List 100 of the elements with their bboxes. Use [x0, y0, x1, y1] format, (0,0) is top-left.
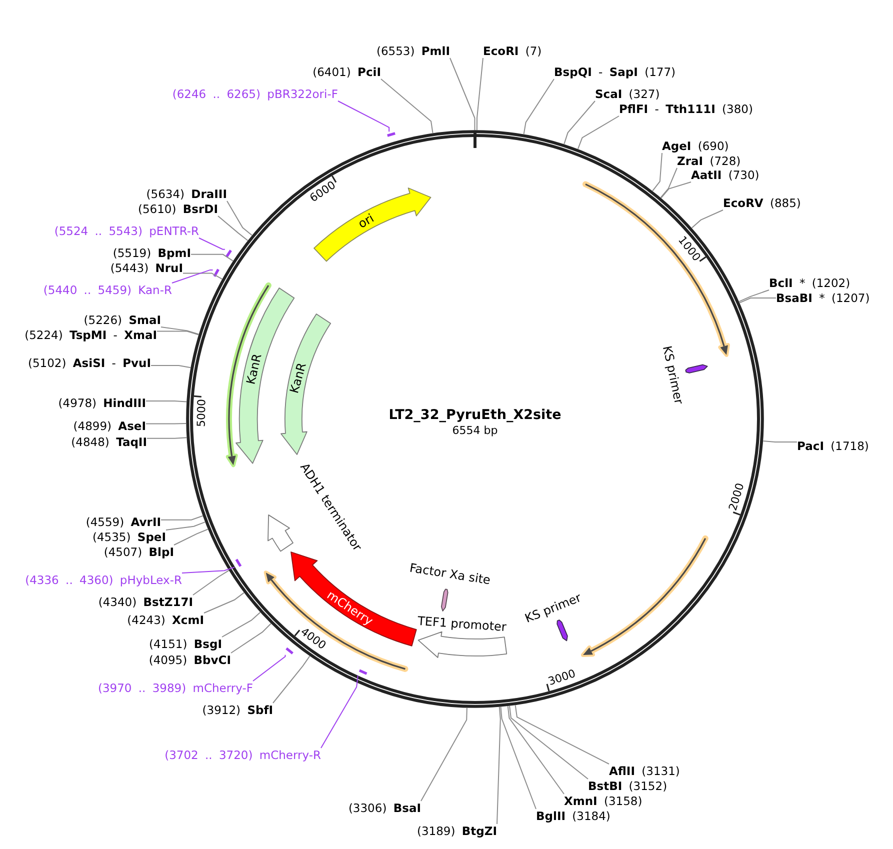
primer-binding-mark	[224, 248, 232, 258]
primer-binding-mark	[212, 268, 220, 278]
restriction-site-label: BstBI (3152)	[588, 779, 668, 793]
feature-label: KS primer	[660, 344, 686, 406]
leader-line	[476, 58, 484, 130]
leader-line	[252, 654, 286, 682]
restriction-site-label: (4535) SpeI	[92, 530, 166, 544]
leader-line	[660, 168, 678, 198]
restriction-site-label: (4559) AvrII	[86, 515, 161, 529]
feature-label: ori	[356, 211, 376, 231]
leader-line	[660, 182, 692, 198]
leader-line	[652, 152, 662, 192]
leader-line	[146, 400, 188, 402]
restriction-site-label: AgeI (690)	[662, 139, 729, 153]
feature-label: TEF1 promoter	[417, 614, 507, 634]
feature-label: KanR	[286, 361, 309, 395]
restriction-site-label: (5610) BsrDI	[138, 202, 218, 216]
leader-line	[230, 623, 272, 654]
leader-line	[496, 706, 501, 824]
leader-line	[380, 78, 434, 134]
plasmid-name: LT2_32_PyruEth_X2site	[388, 407, 562, 423]
leader-line	[166, 522, 206, 530]
restriction-site-label: BglII (3184)	[536, 809, 610, 823]
leader-line	[204, 592, 244, 614]
scale-label: 3000	[546, 668, 578, 688]
primer-label: (4336 .. 4360) pHybLex-R	[25, 573, 182, 587]
feature-label: Factor Xa site	[408, 560, 492, 588]
leader-line	[172, 269, 214, 284]
restriction-site-label: (4151) BsgI	[148, 637, 222, 651]
primer-binding-mark	[285, 647, 294, 655]
primer-label: (5440 .. 5459) Kan-R	[43, 283, 172, 297]
leader-line	[738, 290, 770, 302]
leader-line	[174, 528, 208, 546]
primer-binding-mark	[358, 669, 368, 676]
restriction-site-label: (5519) BpmI	[112, 246, 191, 260]
restriction-site-label: (3912) SbfI	[202, 703, 273, 717]
leader-line	[739, 298, 776, 304]
restriction-site-label: BclI* (1202)	[769, 276, 850, 290]
scale-label: 2000	[727, 481, 746, 512]
leader-line	[218, 216, 248, 241]
primer-label: (3970 .. 3989) mCherry-F	[98, 681, 253, 695]
leader-line	[160, 515, 204, 520]
plasmid-size: 6554 bp	[452, 424, 498, 437]
leader-line	[272, 656, 310, 704]
leader-line	[226, 200, 252, 236]
leader-line	[500, 706, 536, 810]
restriction-site-label: (4507) BlpI	[104, 545, 174, 559]
restriction-site-label: ScaI (327)	[595, 87, 660, 101]
leader-line	[577, 116, 620, 150]
leader-line	[190, 254, 234, 262]
restriction-site-label: (4848) TaqII	[71, 435, 147, 449]
leader-line	[222, 612, 261, 638]
leader-line	[150, 365, 192, 368]
restriction-site-label: (5443) NruI	[110, 261, 183, 275]
leader-line	[182, 566, 236, 574]
restriction-site-label: PflFI - Tth111I (380)	[619, 102, 753, 116]
restriction-site-label: (6553) PmlI	[376, 44, 450, 58]
restriction-site-label: BspQI - SapI (177)	[554, 65, 676, 79]
restriction-site-label: (5226) SmaI	[84, 313, 161, 327]
leader-line	[762, 440, 798, 442]
leader-line	[509, 705, 588, 780]
restriction-site-label: (4095) BbvCI	[148, 653, 231, 667]
primer-binding-mark	[234, 558, 242, 568]
restriction-site-label: EcoRV (885)	[723, 196, 801, 210]
primer-label: (3702 .. 3720) mCherry-R	[164, 748, 321, 762]
leader-line	[514, 704, 610, 764]
restriction-site-label: (5102) AsiSI - PvuI	[28, 356, 151, 370]
feature-label: KanR	[244, 352, 264, 386]
restriction-site-label: (6401) PciI	[312, 65, 381, 79]
leader-line	[146, 437, 188, 439]
leader-line	[146, 423, 187, 424]
scale-label: 5000	[196, 399, 208, 428]
restriction-site-label: (5224) TspMI - XmaI	[24, 328, 157, 342]
leader-line	[160, 326, 200, 335]
leader-line	[156, 330, 200, 336]
leader-line	[182, 272, 223, 280]
restriction-site-label: (3306) BsaI	[348, 801, 421, 815]
primer-label: (5524 .. 5543) pENTR-R	[54, 224, 199, 238]
restriction-site-label: PacI (1718)	[797, 439, 869, 453]
leader-line	[420, 707, 468, 802]
restriction-site-label: (4978) HindIII	[58, 396, 146, 410]
leader-line	[691, 210, 724, 228]
restriction-site-label: AatII (730)	[691, 168, 760, 182]
leader-line	[198, 238, 226, 250]
leader-line	[338, 100, 390, 132]
leader-line	[507, 706, 564, 794]
restriction-site-label: (4243) XcmI	[127, 613, 204, 627]
restriction-site-label: EcoRI (7)	[483, 44, 542, 58]
leader-line	[192, 570, 230, 596]
primer-label: (6246 .. 6265) pBR322ori-F	[172, 87, 338, 101]
restriction-site-label: (4340) BstZ17I	[98, 595, 193, 609]
leader-line	[450, 58, 476, 130]
leader-line	[564, 100, 596, 145]
restriction-site-label: BsaBI* (1207)	[776, 291, 870, 305]
primer-binding-mark	[386, 132, 396, 137]
restriction-site-label: AflII (3131)	[609, 764, 680, 778]
restriction-site-label: (3189) BtgZI	[416, 824, 497, 838]
leader-line	[320, 674, 358, 748]
restriction-site-label: XmnI (3158)	[564, 794, 642, 808]
leader-line	[523, 78, 554, 135]
